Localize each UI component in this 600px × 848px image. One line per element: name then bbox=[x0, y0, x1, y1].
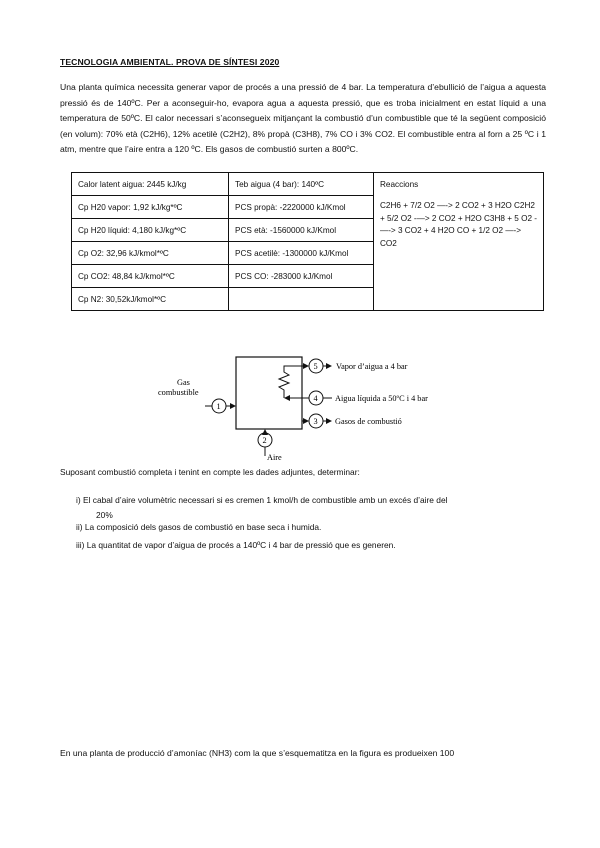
gas-label-line2: combustible bbox=[158, 388, 199, 397]
document-title: TECNOLOGIA AMBIENTAL. PROVA DE SÍNTESI 2… bbox=[60, 57, 280, 67]
stream2-number: 2 bbox=[263, 436, 267, 445]
reactions-text: C2H6 + 7/2 O2 —-> 2 CO2 + 3 H2O C2H2 + 5… bbox=[380, 200, 537, 249]
stream3-label: Gasos de combustió bbox=[335, 417, 402, 426]
question-1-line2: 20% bbox=[96, 509, 113, 520]
reactions-header: Reaccions bbox=[380, 180, 419, 189]
table-cell: PCS propà: -2220000 kJ/Kmol bbox=[228, 195, 374, 219]
stream1-arrow-icon bbox=[230, 403, 236, 409]
table-cell: Cp O2: 32,96 kJ/kmol*ºC bbox=[71, 241, 229, 265]
table-row: Cp O2: 32,96 kJ/kmol*ºC PCS acetilè: -13… bbox=[71, 241, 544, 265]
table-row: Calor latent aigua: 2445 kJ/kg Teb aigua… bbox=[71, 172, 544, 311]
stream1-number: 1 bbox=[217, 402, 221, 411]
table-cell bbox=[228, 287, 374, 311]
air-label: Aire bbox=[267, 453, 282, 462]
table-cell: Cp H20 líquid: 4,180 kJ/kg*ºC bbox=[71, 218, 229, 242]
questions-intro: Suposant combustió completa i tenint en … bbox=[60, 467, 360, 477]
stream5-label: Vapor d’aigua a 4 bar bbox=[336, 362, 408, 371]
table-cell: Calor latent aigua: 2445 kJ/kg bbox=[71, 172, 229, 196]
table-cell: Cp CO2: 48,84 kJ/kmol*ºC bbox=[71, 264, 229, 288]
table-cell: Teb aigua (4 bar): 140ºC bbox=[228, 172, 374, 196]
table-cell: Cp N2: 30,52kJ/kmol*ºC bbox=[71, 287, 229, 311]
problem-statement: Una planta química necessita generar vap… bbox=[60, 82, 546, 155]
stream5-arrow2-icon bbox=[326, 363, 332, 369]
stream3-number: 3 bbox=[314, 417, 318, 426]
boiler-box bbox=[235, 356, 303, 430]
stream3-arrow-icon bbox=[303, 418, 309, 424]
stream4-label: Aigua líquida a 50ºC i 4 bar bbox=[335, 394, 428, 403]
stream4-number: 4 bbox=[314, 394, 319, 403]
stream5-arrow-icon bbox=[303, 363, 309, 369]
next-problem-text: En una planta de producció d’amoníac (NH… bbox=[60, 748, 455, 758]
process-diagram: Gas combustible 1 2 Aire 3 Gasos de comb… bbox=[158, 356, 428, 462]
table-cell: PCS CO: -283000 kJ/Kmol bbox=[228, 264, 374, 288]
question-1: i) El cabal d’aire volumètric necessari … bbox=[76, 493, 546, 522]
gas-label-line1: Gas bbox=[177, 378, 190, 387]
data-table: Calor latent aigua: 2445 kJ/kg Teb aigua… bbox=[71, 172, 544, 311]
table-cell: PCS età: -1560000 kJ/Kmol bbox=[228, 218, 374, 242]
question-3: iii) La quantitat de vapor d’aigua de pr… bbox=[76, 540, 396, 550]
stream4-arrow-icon bbox=[284, 395, 290, 401]
question-1-line1: i) El cabal d’aire volumètric necessari … bbox=[76, 495, 448, 505]
heating-coil bbox=[277, 365, 306, 398]
table-row: Cp N2: 30,52kJ/kmol*ºC bbox=[71, 287, 544, 311]
table-cell: Cp H20 vapor: 1,92 kJ/kg*ºC bbox=[71, 195, 229, 219]
stream5-number: 5 bbox=[314, 362, 318, 371]
stream2-arrow-icon bbox=[262, 429, 268, 435]
stream3-arrow2-icon bbox=[326, 418, 332, 424]
question-2: ii) La composició dels gasos de combusti… bbox=[76, 522, 322, 532]
table-cell: PCS acetilè: -1300000 kJ/Kmol bbox=[228, 241, 374, 265]
reactions-cell: Reaccions C2H6 + 7/2 O2 —-> 2 CO2 + 3 H2… bbox=[373, 172, 544, 311]
